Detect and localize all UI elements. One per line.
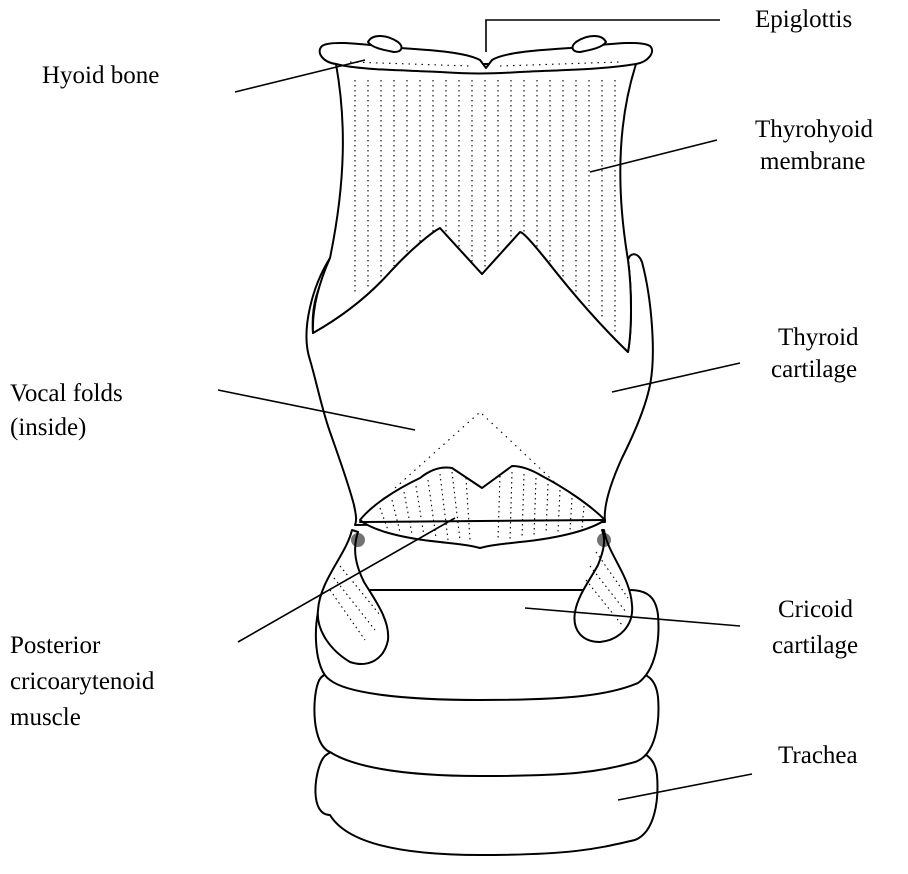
label-thyroid-line1: Thyroid (778, 322, 859, 353)
label-epiglottis: Epiglottis (755, 4, 852, 35)
cricothyroid-joint-left (351, 533, 365, 547)
label-hyoid-bone: Hyoid bone (42, 60, 159, 91)
label-trachea: Trachea (778, 740, 858, 771)
label-pca-line1: Posterior (10, 630, 100, 661)
label-pca-line3: muscle (10, 702, 81, 733)
label-vocal-line1: Vocal folds (10, 378, 123, 409)
label-pca-line2: cricoarytenoid (10, 666, 154, 697)
label-cricoid-line2: cartilage (772, 630, 858, 661)
label-cricoid-line1: Cricoid (778, 594, 853, 625)
label-thyrohyoid-line1: Thyrohyoid (755, 114, 873, 145)
label-thyroid-line2: cartilage (771, 354, 857, 385)
label-thyrohyoid-line2: membrane (760, 146, 866, 177)
cricothyroid-joint-right (597, 533, 611, 547)
label-vocal-line2: (inside) (10, 412, 86, 443)
